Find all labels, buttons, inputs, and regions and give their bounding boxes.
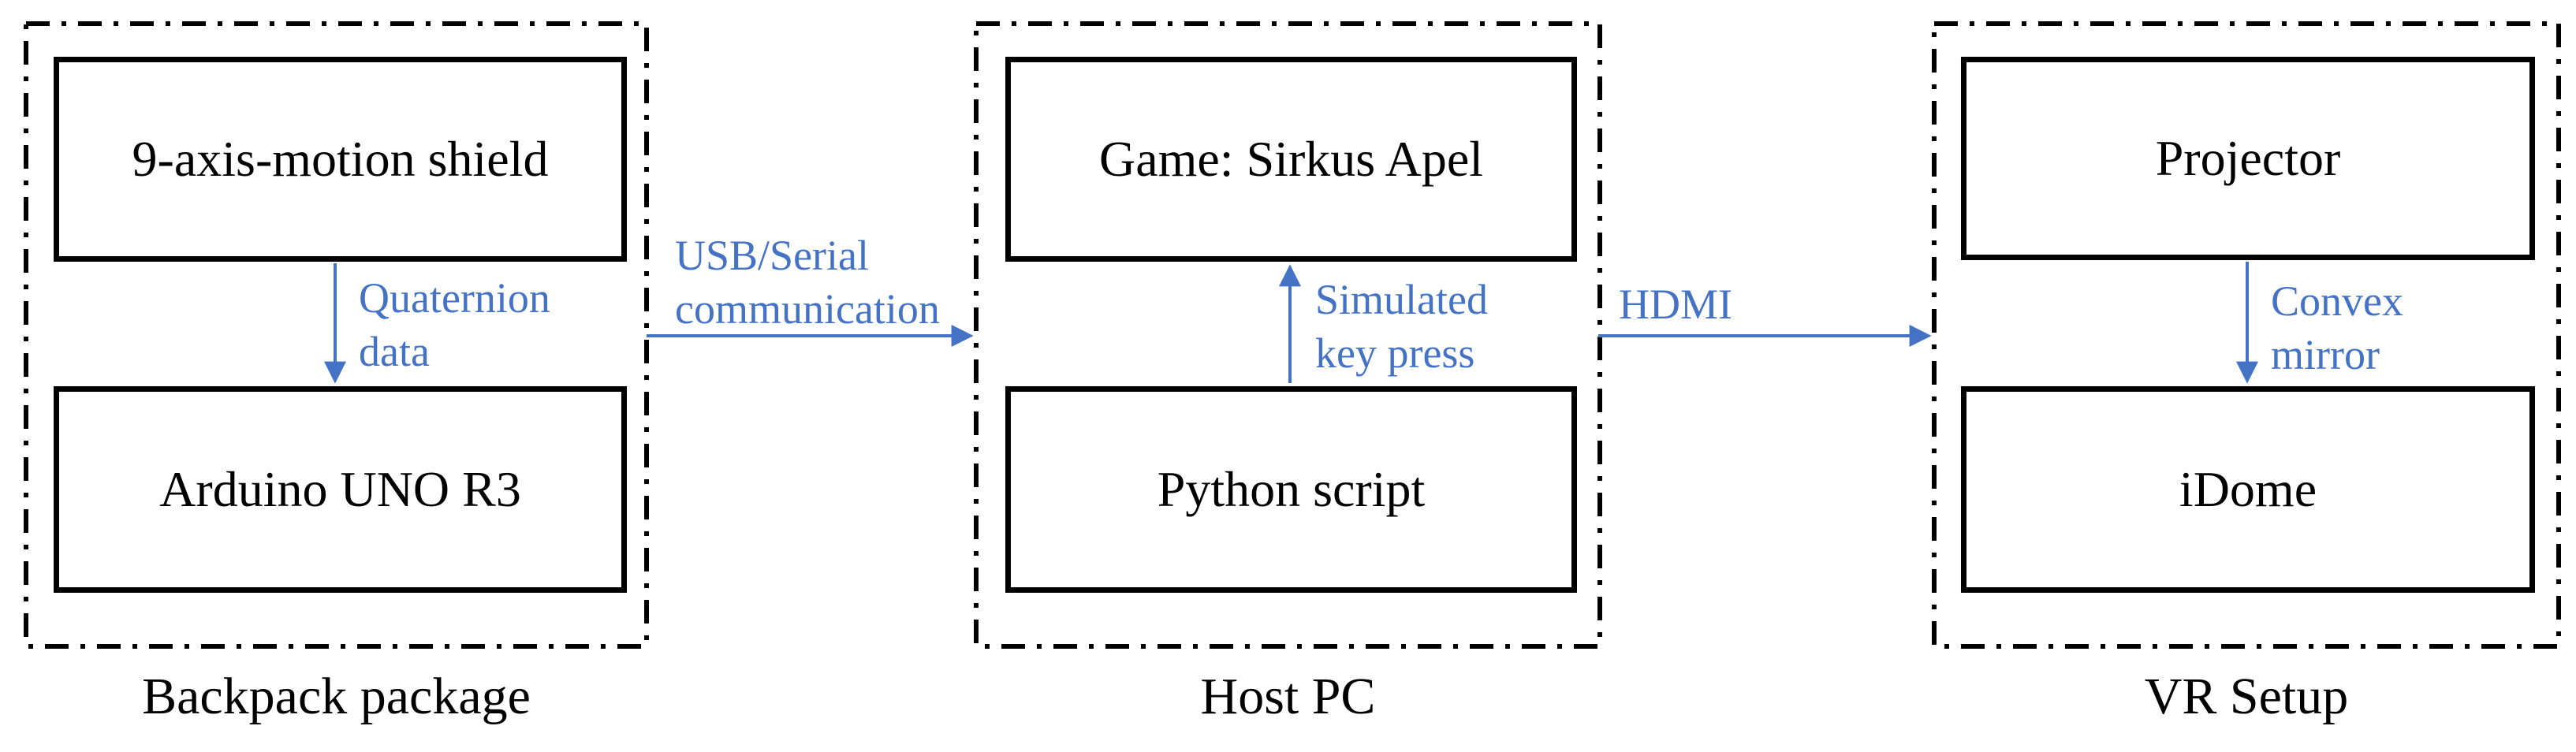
box-game-sirkus-apel-label: Game: Sirkus Apel — [1098, 131, 1484, 187]
box-idome: iDome — [1961, 386, 2535, 593]
box-game-sirkus-apel: Game: Sirkus Apel — [1005, 57, 1577, 262]
box-python-script: Python script — [1005, 386, 1577, 593]
label-hdmi: HDMI — [1619, 281, 1732, 328]
box-arduino-uno-r3-label: Arduino UNO R3 — [159, 461, 521, 517]
group-label-host-pc: Host PC — [1200, 668, 1376, 725]
group-label-vr-setup: VR Setup — [2144, 668, 2349, 725]
group-label-backpack-package: Backpack package — [142, 668, 531, 725]
box-projector-label: Projector — [2155, 130, 2341, 186]
box-9-axis-motion-shield: 9-axis-motion shield — [54, 57, 627, 262]
box-idome-label: iDome — [2179, 461, 2317, 517]
vr-setup-group-border — [1932, 21, 2561, 649]
box-arduino-uno-r3: Arduino UNO R3 — [54, 386, 627, 593]
box-9-axis-motion-shield-label: 9-axis-motion shield — [132, 131, 549, 187]
box-projector: Projector — [1961, 57, 2535, 260]
box-python-script-label: Python script — [1157, 461, 1426, 517]
